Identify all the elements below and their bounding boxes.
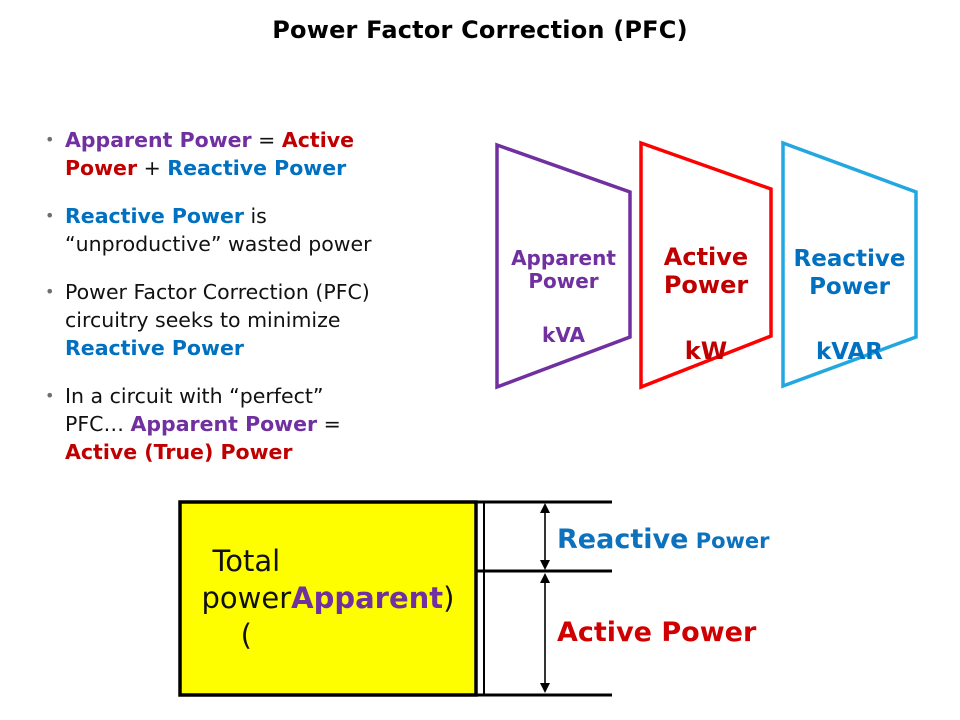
active-power-fin [639,140,773,390]
reactive-power-fin [781,140,918,389]
apparent-fin-label: Apparent Power kVA [497,224,630,370]
reactive-fin-title: Reactive Power [793,246,906,300]
bullet-item: Reactive Power is “unproductive” wasted … [40,202,464,258]
active-fin-title: Active Power [663,243,749,299]
text-segment: Reactive Power [65,336,244,360]
text-segment: is “unproductive” wasted power [65,204,372,256]
text-segment: Active (True) Power [65,440,293,464]
text-segment: Reactive Power [65,204,244,228]
reactive-fin-label: Reactive Power kVAR [783,217,916,394]
text-segment: In a circuit with “perfect” PFC… [65,384,324,436]
active-power-dim-label: Active Power [557,617,757,648]
text-segment: Apparent Power [65,128,252,152]
active-fin-label: Active Power kW [641,215,771,393]
text-segment: = [323,412,341,436]
text-segment: + [137,156,168,180]
apparent-fin-unit: kVA [542,323,585,347]
text-segment: Total power ( [201,544,292,652]
bullet-item: Apparent Power = Active Power + Reactive… [40,126,464,182]
bullet-item: In a circuit with “perfect” PFC… Apparen… [40,382,464,466]
apparent-fin-title: Apparent Power [511,246,616,293]
text-segment: ) [443,581,455,615]
reactive-fin-unit: kVAR [815,339,884,365]
text-segment: Power Factor Correction (PFC) circuitry … [65,280,370,332]
reactive-dim-word-large: Reactive [557,524,689,555]
slide-title: Power Factor Correction (PFC) [272,16,688,44]
text-segment: Reactive Power [167,156,347,180]
active-span-arrow [540,573,550,693]
apparent-power-fin [495,142,632,390]
active-fin-unit: kW [684,337,728,365]
bullet-list: Apparent Power = Active Power + Reactive… [40,126,464,486]
reactive-power-dim-label: Reactive Power [557,524,770,555]
text-segment: = [251,128,282,152]
reactive-dim-word-small: Power [688,529,770,553]
total-power-box-label: Total power (Apparent) [180,502,476,695]
reactive-span-arrow [540,503,550,570]
text-segment: Apparent Power [130,412,318,436]
bullet-item: Power Factor Correction (PFC) circuitry … [40,278,464,362]
text-segment: Apparent [291,581,444,615]
text-segment: Active Power [65,128,354,180]
total-power-box [178,500,478,697]
